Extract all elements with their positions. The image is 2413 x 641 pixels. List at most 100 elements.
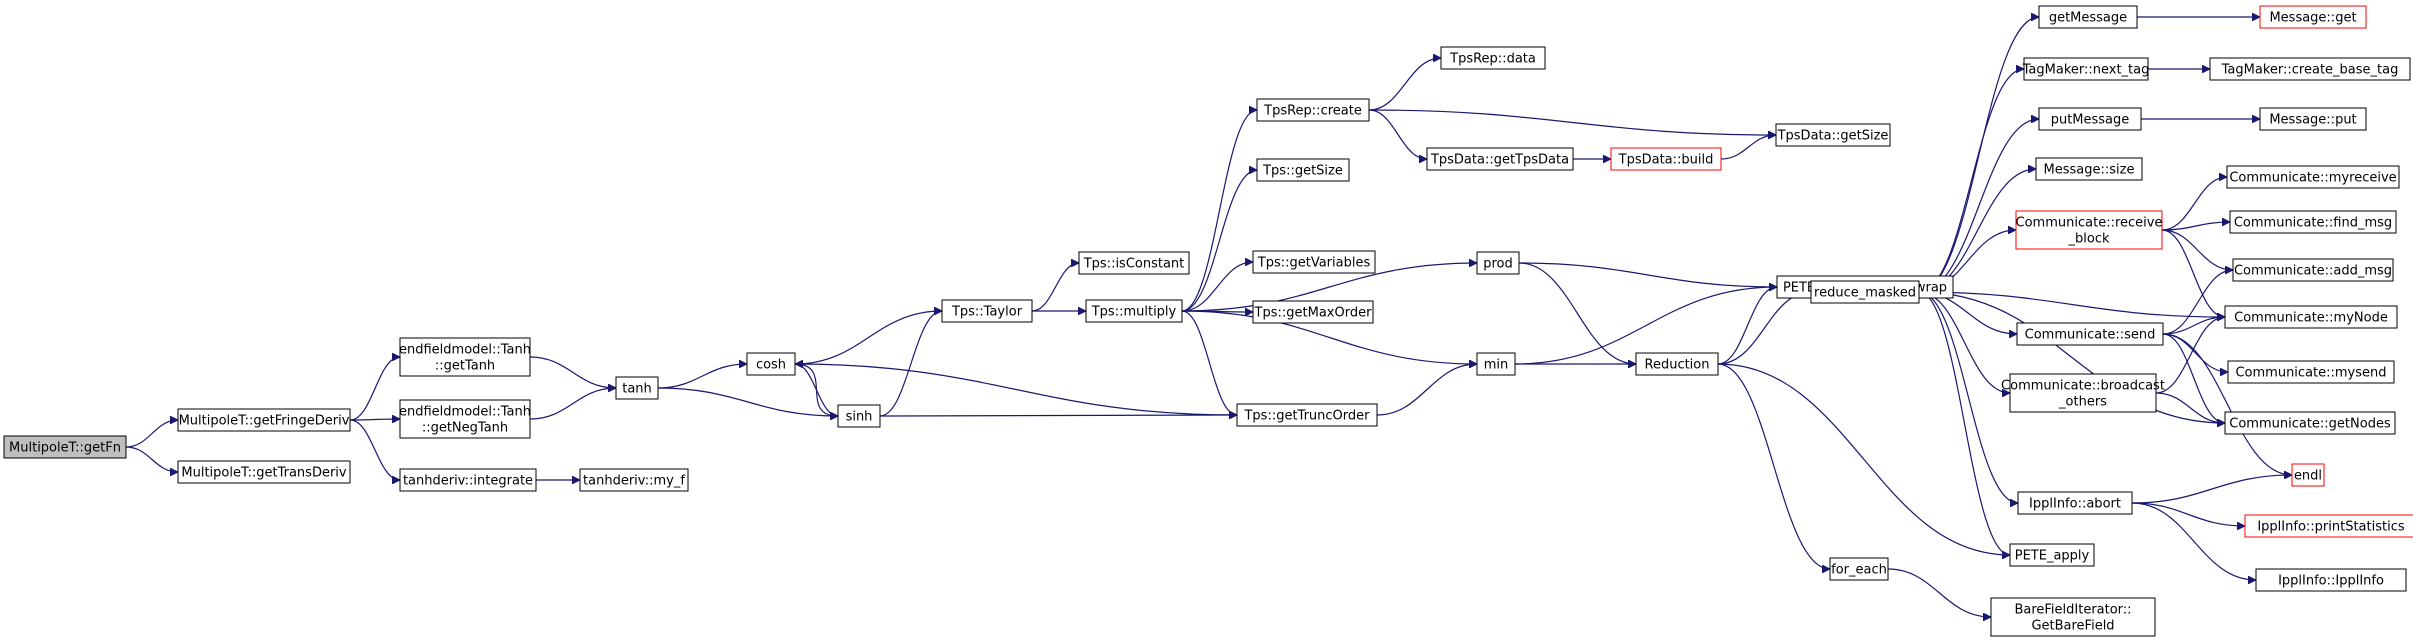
node-data-get-size[interactable]: TpsData::getSize [1775, 123, 1891, 147]
node-tanh[interactable]: tanh [615, 376, 659, 400]
node-get-neg-tanh[interactable]: endfieldmodel::Tanh::getNegTanh [399, 399, 531, 439]
node-label: Communicate::mysend [2235, 366, 2386, 381]
node-box [1426, 147, 1574, 171]
node-pete-apply[interactable]: PETE_apply [2009, 543, 2095, 567]
node-label: MultipoleT::getFn [9, 441, 121, 456]
node-find-msg[interactable]: Communicate::find_msg [2229, 210, 2397, 234]
node-my-f[interactable]: tanhderiv::my_f [579, 468, 689, 492]
node-label: for_each [1831, 563, 1887, 578]
node-label: min [1484, 358, 1509, 373]
node-box [1610, 147, 1722, 171]
node-box [2017, 491, 2133, 515]
node-box [2224, 305, 2398, 329]
node-mysend[interactable]: Communicate::mysend [2227, 360, 2395, 384]
node-label: reduce_masked [1814, 286, 1916, 301]
node-print-statistics[interactable]: IpplInfo::printStatistics [2244, 514, 2413, 538]
node-my-node[interactable]: Communicate::myNode [2224, 305, 2398, 329]
edge-multiply-to-create [1181, 110, 1258, 312]
node-label: IpplInfo::printStatistics [2257, 520, 2405, 535]
node-get-fn[interactable]: MultipoleT::getFn [3, 435, 127, 459]
edge-multiply-to-prod [1181, 263, 1477, 312]
edge-broadcast-others-to-get-nodes [2155, 392, 2225, 423]
node-sinh[interactable]: sinh [837, 404, 881, 428]
edge-multiply-to-tps-get-size [1181, 170, 1258, 312]
edge-abort-to-endl [2131, 475, 2292, 504]
node-cosh[interactable]: cosh [746, 352, 796, 376]
node-box [1476, 251, 1520, 275]
edge-get-fringe-deriv-to-get-neg-tanh [349, 419, 400, 420]
node-label: Message::size [2044, 163, 2135, 178]
node-label: sinh [846, 410, 873, 425]
node-tps-get-size[interactable]: Tps::getSize [1256, 158, 1350, 182]
node-for-each[interactable]: for_each [1829, 557, 1889, 581]
node-box [2259, 5, 2367, 29]
node-box [2209, 57, 2411, 81]
node-label: endl [2294, 469, 2322, 484]
node-ippl-info-ctor[interactable]: IpplInfo::IpplInfo [2255, 568, 2407, 592]
edge-tanh-to-sinh [657, 387, 838, 416]
node-box [2009, 373, 2157, 413]
node-message-get[interactable]: Message::get [2259, 5, 2367, 29]
node-receive-block[interactable]: Communicate::receive_block [2015, 210, 2163, 250]
node-send[interactable]: Communicate::send [2016, 322, 2164, 346]
node-label: ::getTanh [435, 359, 495, 374]
node-label: Message::put [2269, 113, 2356, 128]
node-myreceive[interactable]: Communicate::myreceive [2226, 165, 2400, 189]
node-label: MultipoleT::getTransDeriv [181, 466, 347, 481]
edge-receive-block-to-my-node [2161, 229, 2226, 317]
node-box [399, 337, 531, 377]
edge-abort-to-print-statistics [2131, 502, 2245, 526]
node-label: Tps::getSize [1262, 164, 1343, 179]
node-get-variables[interactable]: Tps::getVariables [1252, 250, 1376, 274]
node-broadcast-others[interactable]: Communicate::broadcast_others [2001, 373, 2165, 413]
node-get-max-order[interactable]: Tps::getMaxOrder [1252, 300, 1374, 324]
node-box [2038, 5, 2138, 29]
node-get-message[interactable]: getMessage [2038, 5, 2138, 29]
node-label: Message::get [2269, 11, 2356, 26]
node-box [1440, 46, 1546, 70]
node-abort[interactable]: IpplInfo::abort [2017, 491, 2133, 515]
node-get-trunc-order[interactable]: Tps::getTruncOrder [1236, 403, 1378, 427]
edge-send-to-get-nodes [2162, 333, 2226, 423]
node-message-put[interactable]: Message::put [2259, 107, 2367, 131]
edge-sinh-to-get-trunc-order [879, 415, 1237, 416]
node-get-tps-data[interactable]: TpsData::getTpsData [1426, 147, 1574, 171]
node-create-base-tag[interactable]: TagMaker::create_base_tag [2209, 57, 2411, 81]
node-label: TpsRep::data [1449, 52, 1536, 67]
node-label: Communicate::broadcast [2001, 379, 2165, 394]
node-box [1252, 250, 1376, 274]
node-bare-field[interactable]: BareFieldIterator::GetBareField [1990, 597, 2156, 637]
node-build[interactable]: TpsData::build [1610, 147, 1722, 171]
node-is-constant[interactable]: Tps::isConstant [1078, 251, 1190, 275]
node-box [2232, 258, 2394, 282]
node-create[interactable]: TpsRep::create [1256, 98, 1370, 122]
node-label: Tps::Taylor [951, 305, 1023, 320]
edge-get-neg-tanh-to-tanh [529, 388, 616, 420]
node-reduce-masked[interactable]: reduce_masked [1810, 280, 1920, 304]
edge-abort-to-ippl-info-ctor [2131, 502, 2256, 580]
node-box [2038, 107, 2142, 131]
node-min[interactable]: min [1476, 352, 1516, 376]
node-taylor[interactable]: Tps::Taylor [941, 299, 1033, 323]
edge-sinh-to-taylor [879, 311, 943, 417]
node-label: IpplInfo::abort [2029, 497, 2121, 512]
node-multiply[interactable]: Tps::multiply [1085, 299, 1183, 323]
node-label: Communicate::receive [2016, 216, 2163, 231]
node-get-fringe-deriv[interactable]: MultipoleT::getFringeDeriv [177, 408, 351, 432]
node-integrate[interactable]: tanhderiv::integrate [399, 468, 537, 492]
node-next-tag[interactable]: TagMaker::next_tag [2022, 57, 2150, 81]
node-get-nodes[interactable]: Communicate::getNodes [2224, 411, 2396, 435]
node-get-tanh[interactable]: endfieldmodel::Tanh::getTanh [399, 337, 531, 377]
node-endl[interactable]: endl [2291, 463, 2325, 487]
node-repdata[interactable]: TpsRep::data [1440, 46, 1546, 70]
node-add-msg[interactable]: Communicate::add_msg [2232, 258, 2394, 282]
node-box [837, 404, 881, 428]
node-get-trans-deriv[interactable]: MultipoleT::getTransDeriv [177, 460, 351, 484]
node-message-size[interactable]: Message::size [2035, 157, 2143, 181]
node-label: Communicate::send [2025, 328, 2156, 343]
node-prod[interactable]: prod [1476, 251, 1520, 275]
edge-get-tanh-to-tanh [529, 356, 616, 388]
node-put-message[interactable]: putMessage [2038, 107, 2142, 131]
node-reduction[interactable]: Reduction [1635, 352, 1719, 376]
edge-get-fringe-deriv-to-get-tanh [349, 357, 401, 421]
